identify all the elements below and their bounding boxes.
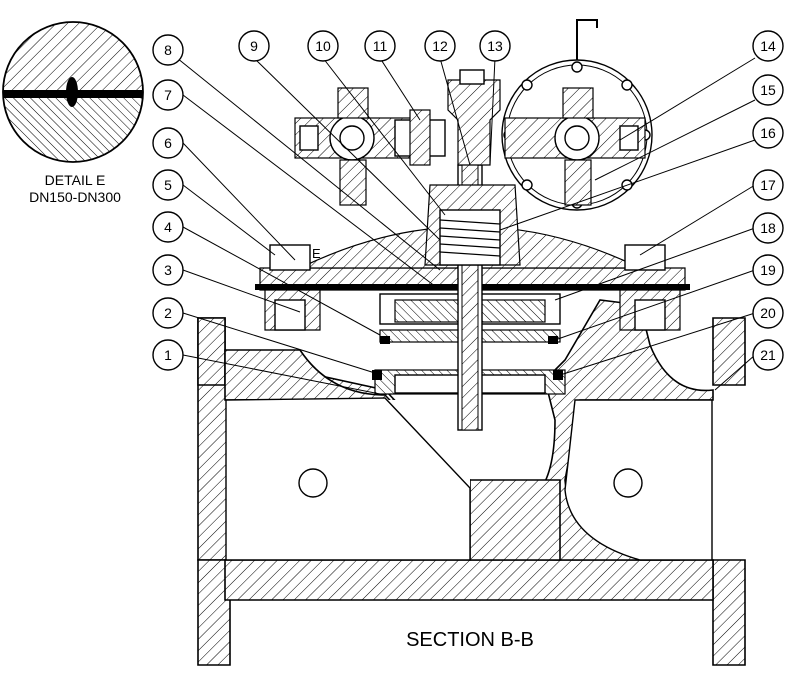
callout-5: 5 bbox=[152, 169, 184, 201]
detail-caption-line2: DN150-DN300 bbox=[29, 189, 121, 205]
callout-21: 21 bbox=[752, 339, 784, 371]
callout-19: 19 bbox=[752, 254, 784, 286]
svg-text:3: 3 bbox=[164, 262, 172, 278]
callout-18: 18 bbox=[752, 212, 784, 244]
svg-text:21: 21 bbox=[760, 347, 776, 363]
svg-text:15: 15 bbox=[760, 82, 776, 98]
svg-text:9: 9 bbox=[250, 38, 258, 54]
svg-text:8: 8 bbox=[164, 42, 172, 58]
callout-2: 2 bbox=[152, 297, 184, 329]
callout-8: 8 bbox=[152, 34, 184, 66]
svg-text:19: 19 bbox=[760, 262, 776, 278]
callout-11: 11 bbox=[364, 30, 396, 62]
callout-10: 10 bbox=[307, 30, 339, 62]
callout-13: 13 bbox=[479, 30, 511, 62]
svg-text:6: 6 bbox=[164, 135, 172, 151]
detail-e-marker: E bbox=[312, 246, 321, 261]
svg-text:7: 7 bbox=[164, 87, 172, 103]
callout-4: 4 bbox=[152, 211, 184, 243]
callout-20: 20 bbox=[752, 297, 784, 329]
callout-17: 17 bbox=[752, 169, 784, 201]
left-port-hole bbox=[298, 468, 328, 498]
svg-text:18: 18 bbox=[760, 220, 776, 236]
svg-text:16: 16 bbox=[760, 125, 776, 141]
svg-text:2: 2 bbox=[164, 305, 172, 321]
svg-text:20: 20 bbox=[760, 305, 776, 321]
svg-text:13: 13 bbox=[487, 38, 503, 54]
spring-cover bbox=[424, 69, 521, 266]
detail-e-view bbox=[2, 21, 144, 163]
svg-text:17: 17 bbox=[760, 177, 776, 193]
svg-text:14: 14 bbox=[760, 38, 776, 54]
callout-6: 6 bbox=[152, 127, 184, 159]
svg-text:10: 10 bbox=[315, 38, 331, 54]
leader-lines bbox=[176, 57, 756, 396]
callout-15: 15 bbox=[752, 74, 784, 106]
right-port-hole bbox=[613, 468, 643, 498]
svg-text:12: 12 bbox=[432, 38, 448, 54]
svg-text:5: 5 bbox=[164, 177, 172, 193]
callout-16: 16 bbox=[752, 117, 784, 149]
left-pilot-fitting bbox=[294, 87, 446, 206]
section-title: SECTION B-B bbox=[406, 629, 534, 651]
svg-text:11: 11 bbox=[373, 38, 388, 54]
callout-1: 1 bbox=[152, 339, 184, 371]
callout-12: 12 bbox=[424, 30, 456, 62]
callout-7: 7 bbox=[152, 79, 184, 111]
svg-text:4: 4 bbox=[164, 219, 172, 235]
callout-14: 14 bbox=[752, 30, 784, 62]
callout-9: 9 bbox=[238, 30, 270, 62]
detail-caption-line1: DETAIL E bbox=[45, 172, 106, 188]
right-pilot-flange bbox=[501, 19, 653, 211]
svg-text:1: 1 bbox=[164, 347, 172, 363]
callout-3: 3 bbox=[152, 254, 184, 286]
